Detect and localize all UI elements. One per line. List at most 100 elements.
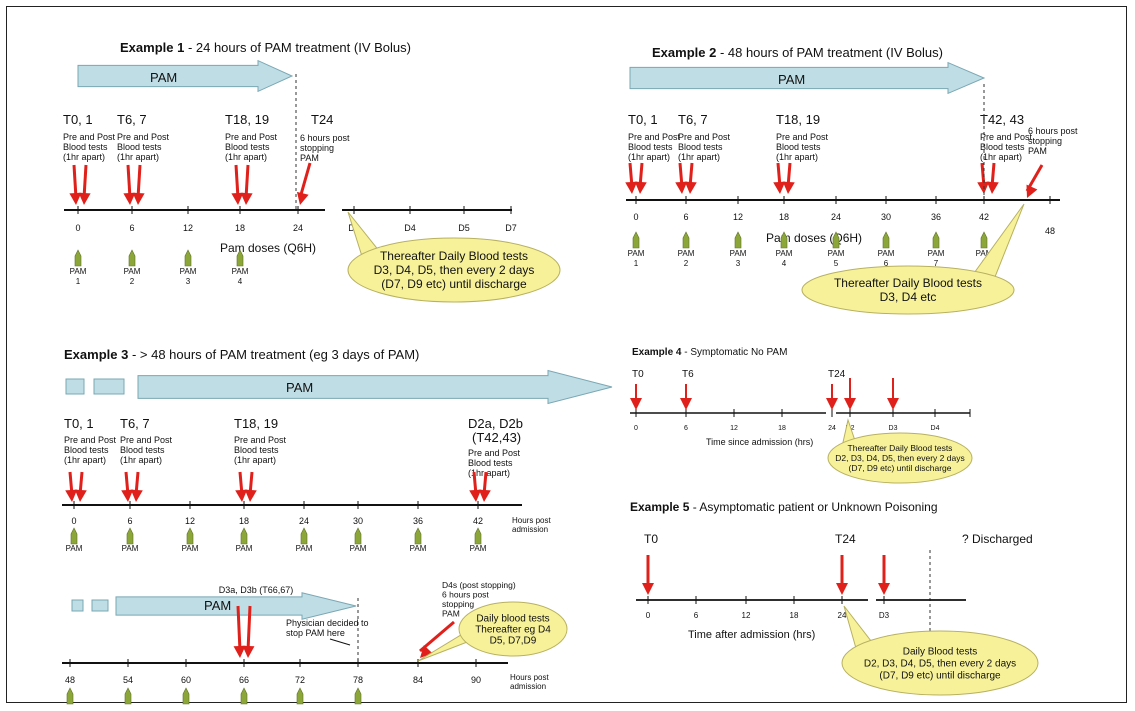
ex2-title-bold: Example 2 (652, 45, 716, 60)
ex2-post-note: 6 hours post (1028, 126, 1078, 136)
ex4-day-arrow-head (887, 398, 899, 410)
ex1-marker-note: Blood tests (63, 142, 108, 152)
ex3-row2-d4s-note: PAM (442, 609, 460, 619)
ex1-day-label: D4 (404, 223, 416, 233)
ex3-row2-d4s-note: 6 hours post (442, 590, 489, 600)
ex1-marker-label: T0, 1 (63, 112, 93, 127)
ex5-title-bold: Example 5 (630, 500, 690, 514)
ex2-blood-test-arrow-head (684, 181, 697, 194)
ex3-row2-stop-note: stop PAM here (286, 628, 345, 638)
ex3-row2-blood-test-arrow (236, 605, 242, 652)
ex5-callout (841, 605, 1039, 696)
ex5-tick-label: 18 (790, 611, 799, 620)
ex1-day-label: D7 (505, 223, 517, 233)
ex3-marker-label: T0, 1 (64, 416, 94, 431)
ex1-dose-label: PAM (124, 267, 141, 276)
ex1-dose-label: PAM (180, 267, 197, 276)
ex1-pam-label: PAM (150, 70, 177, 85)
ex1-blood-test-arrow-head (78, 192, 91, 205)
ex3-marker-note: (1hr apart) (64, 455, 106, 465)
ex5-tick-label: 6 (694, 611, 699, 620)
ex1-dose-label: PAM (232, 267, 249, 276)
ex2-syringe-icon (780, 231, 788, 249)
ex1-post-stop-arrow (298, 162, 312, 199)
ex2-dose-num: 5 (834, 259, 839, 268)
ex3-dose-label: PAM (122, 544, 139, 553)
ex3-blood-test-arrow-head (65, 489, 78, 502)
ex1-blood-test-arrow (126, 164, 132, 199)
ex5-callout-line: Daily Blood tests (903, 647, 977, 658)
ex5-callout-bubble (841, 630, 1039, 696)
ex3-row2-callout-bubble (458, 601, 568, 657)
ex2-dose-num: 6 (884, 259, 889, 268)
ex3-title-rest: - > 48 hours of PAM treatment (eg 3 days… (128, 347, 419, 362)
ex5-tick-label: 24 (838, 611, 847, 620)
ex4-day-label: D4 (931, 425, 940, 432)
ex1-doses-label: Pam doses (Q6H) (220, 241, 316, 255)
ex5-discharged-label: ? Discharged (962, 532, 1033, 546)
ex5-axis-label: Time after admission (hrs) (688, 629, 815, 641)
ex1-callout-line: (D7, D9 etc) until discharge (381, 277, 527, 291)
ex2-tick-label: 24 (831, 212, 841, 222)
ex4-title-bold: Example 4 (632, 347, 682, 358)
ex2-tick-label: 0 (633, 212, 638, 222)
ex3-pam-label: PAM (286, 380, 313, 395)
ex2-pam-arrow (629, 61, 986, 95)
ex1-dose-num: 1 (76, 277, 81, 286)
ex3-row2-tick-label: 72 (295, 675, 305, 685)
ex3-marker-note: Blood tests (234, 445, 279, 455)
ex2-tick-label: 12 (733, 212, 743, 222)
ex2-blood-test-arrow-head (977, 181, 990, 194)
ex2-title-rest: - 48 hours of PAM treatment (IV Bolus) (716, 45, 943, 60)
ex3-syringe-icon (354, 527, 362, 545)
ex3-row2-stop-pointer (329, 638, 351, 646)
ex1-marker-note: (1hr apart) (225, 152, 267, 162)
ex3-row2-syringe-icon (182, 687, 190, 705)
ex3-row2-tick-label: 78 (353, 675, 363, 685)
ex3-tick-label: 18 (239, 516, 249, 526)
ex3-row2-syringe-icon (296, 687, 304, 705)
ex4-tick-label: 18 (778, 425, 786, 432)
ex1-title: Example 1 - 24 hours of PAM treatment (I… (120, 40, 411, 55)
ex4-title-rest: - Symptomatic No PAM (681, 347, 787, 358)
ex1-blood-test-arrow (82, 164, 88, 199)
ex3-marker-note: Blood tests (64, 445, 109, 455)
ex1-syringe-icon (236, 249, 244, 267)
ex3-dose-label: PAM (470, 544, 487, 553)
ex2-marker-note: Blood tests (776, 142, 821, 152)
ex1-dose-num: 3 (186, 277, 191, 286)
ex3-row2-callout (417, 601, 568, 662)
ex2-syringe-icon (632, 231, 640, 249)
ex3-marker-note: (1hr apart) (120, 455, 162, 465)
ex3-row2-pam-arrow (115, 592, 357, 620)
ex3-blood-test-arrow-head (478, 489, 491, 502)
ex4-marker-label: T6 (682, 369, 694, 380)
ex5-callout-line: D2, D3, D4, D5, then every 2 days (864, 659, 1016, 670)
ex1-blood-test-arrow-head (240, 192, 253, 205)
ex3-row2-callout-line: Thereafter eg D4 (475, 625, 551, 636)
ex3-row2-tick-label: 60 (181, 675, 191, 685)
ex4-tick-label: 0 (634, 425, 638, 432)
ex1-dose-num: 2 (130, 277, 135, 286)
ex2-marker-label: T42, 43 (980, 112, 1024, 127)
ex3-row2-tick-label: 90 (471, 675, 481, 685)
ex2-marker-label: T0, 1 (628, 112, 658, 127)
figure-frame (6, 6, 1127, 703)
ex3-title: Example 3 - > 48 hours of PAM treatment … (64, 347, 419, 362)
ex2-marker-note: Blood tests (628, 142, 673, 152)
ex3-marker-note: (1hr apart) (468, 468, 510, 478)
ex4-callout-line: D2, D3, D4, D5, then every 2 days (835, 453, 964, 463)
ex1-marker-note: Pre and Post (63, 132, 116, 142)
ex5-tick-label: 12 (742, 611, 751, 620)
ex2-blood-test-arrow-head (782, 181, 795, 194)
ex3-tick-label: 42 (473, 516, 483, 526)
ex2-title: Example 2 - 48 hours of PAM treatment (I… (652, 45, 943, 60)
ex5-marker-label: T24 (835, 532, 856, 546)
ex2-tick-label: 42 (979, 212, 989, 222)
ex4-title: Example 4 - Symptomatic No PAM (632, 347, 787, 358)
ex3-marker-note: Blood tests (120, 445, 165, 455)
ex3-row2-tick-label: 66 (239, 675, 249, 685)
ex2-dose-label: PAM (678, 249, 695, 258)
ex5-tick-label: 0 (646, 611, 651, 620)
